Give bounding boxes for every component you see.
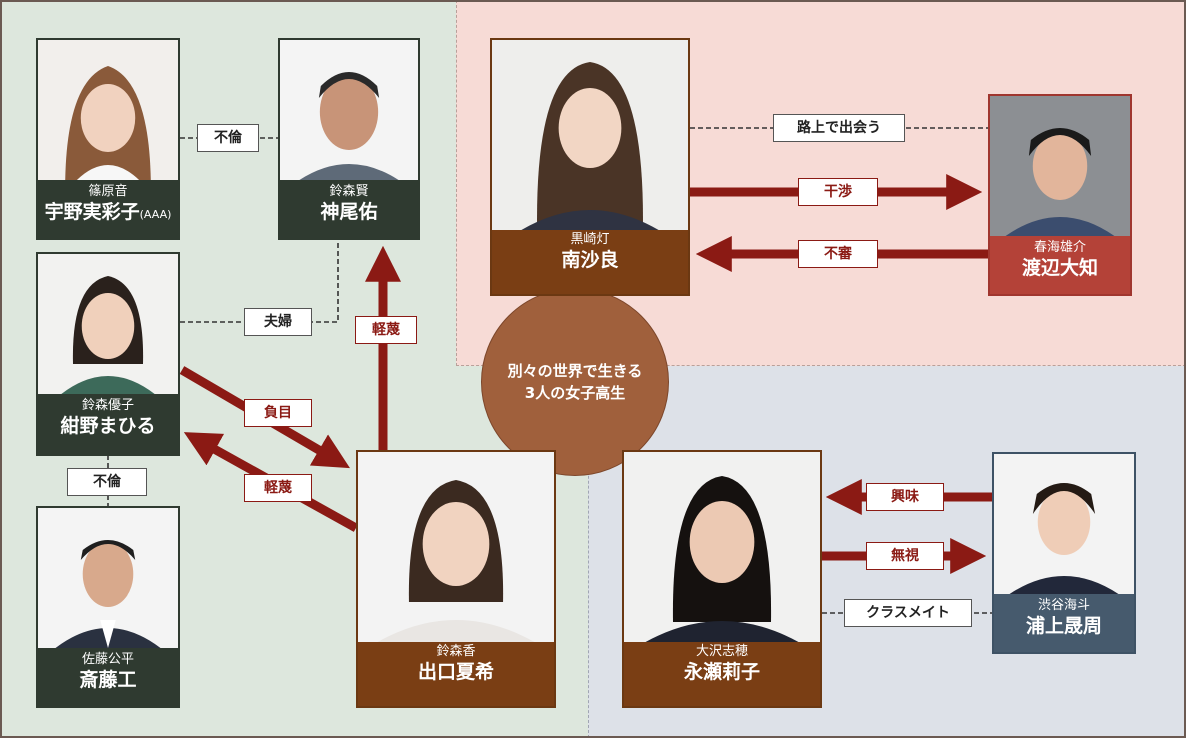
card-suzumori-ken[interactable]: 鈴森賢神尾佑 (278, 38, 420, 240)
label-contempt-back: 軽蔑 (244, 474, 312, 502)
label-classmate: クラスメイト (844, 599, 972, 627)
label-interfere: 干渉 (798, 178, 878, 206)
actor-shinohara: 宇野実彩子(AAA) (44, 201, 172, 223)
photo-shibuya (994, 454, 1134, 594)
label-guilt: 負目 (244, 399, 312, 427)
line-couple (180, 240, 339, 323)
actor-osawa: 永瀬莉子 (683, 661, 760, 683)
card-sato[interactable]: 佐藤公平斎藤工 (36, 506, 180, 708)
center-theme-circle: 別々の世界で生きる 3人の女子高生 (481, 288, 669, 476)
card-kurosaki[interactable]: 黒崎灯南沙良 (490, 38, 690, 296)
label-contempt-up: 軽蔑 (355, 316, 417, 344)
role-suzumori-yuko: 鈴森優子 (81, 398, 134, 413)
actor-harumi: 渡辺大知 (1021, 257, 1098, 279)
photo-sato (38, 508, 178, 648)
photo-osawa (624, 452, 820, 642)
photo-suzumori-kaori (358, 452, 554, 642)
role-suzumori-kaori: 鈴森香 (436, 644, 476, 659)
role-shibuya: 渋谷海斗 (1037, 598, 1090, 613)
photo-suzumori-yuko (38, 254, 178, 394)
label-affair1: 不倫 (197, 124, 259, 152)
role-suzumori-ken: 鈴森賢 (329, 184, 369, 199)
label-ignore: 無視 (866, 542, 944, 570)
photo-shinohara (38, 40, 178, 180)
role-harumi: 春海雄介 (1033, 240, 1086, 255)
actor-shibuya: 浦上晟周 (1025, 615, 1102, 637)
actor-kurosaki: 南沙良 (561, 249, 619, 271)
actor-suzumori-yuko: 紺野まひる (60, 415, 156, 437)
label-met-street: 路上で出会う (773, 114, 905, 142)
center-theme-text: 別々の世界で生きる 3人の女子高生 (507, 362, 643, 402)
card-suzumori-yuko[interactable]: 鈴森優子紺野まひる (36, 252, 180, 456)
photo-harumi (990, 96, 1130, 236)
card-shibuya[interactable]: 渋谷海斗浦上晟周 (992, 452, 1136, 654)
actor-suzumori-ken: 神尾佑 (320, 201, 378, 223)
card-suzumori-kaori[interactable]: 鈴森香出口夏希 (356, 450, 556, 708)
label-couple: 夫婦 (244, 308, 312, 336)
photo-kurosaki (492, 40, 688, 230)
card-shinohara[interactable]: 篠原音宇野実彩子(AAA) (36, 38, 180, 240)
label-affair2: 不倫 (67, 468, 147, 496)
role-kurosaki: 黒崎灯 (570, 232, 610, 247)
label-interest: 興味 (866, 483, 944, 511)
card-osawa[interactable]: 大沢志穂永瀬莉子 (622, 450, 822, 708)
role-osawa: 大沢志穂 (695, 644, 748, 659)
card-harumi[interactable]: 春海雄介渡辺大知 (988, 94, 1132, 296)
photo-suzumori-ken (280, 40, 418, 180)
actor-sato: 斎藤工 (79, 669, 137, 691)
label-distrust: 不審 (798, 240, 878, 268)
actor-suzumori-kaori: 出口夏希 (417, 661, 494, 683)
role-shinohara: 篠原音 (88, 184, 128, 199)
role-sato: 佐藤公平 (81, 652, 134, 667)
